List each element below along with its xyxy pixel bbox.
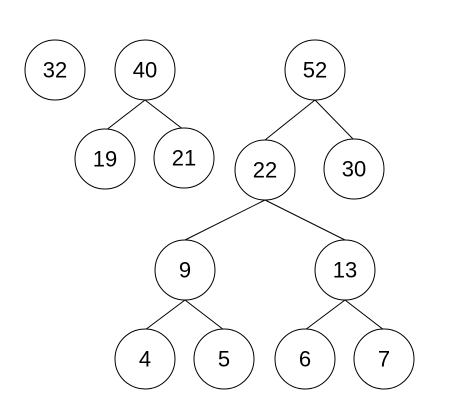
- node-5: 5: [193, 328, 255, 390]
- node-circle: [114, 39, 176, 101]
- node-label: 21: [172, 146, 196, 171]
- node-13: 13: [314, 239, 376, 301]
- node-circle: [153, 127, 215, 189]
- edge-52-30: [314, 99, 355, 141]
- node-circle: [234, 139, 296, 201]
- node-label: 6: [299, 347, 311, 372]
- node-label: 13: [333, 258, 357, 283]
- node-circle: [154, 239, 216, 301]
- node-32: 32: [24, 39, 86, 101]
- edge-40-19: [104, 99, 146, 132]
- node-label: 4: [139, 347, 151, 372]
- node-label: 30: [342, 157, 366, 182]
- node-40: 40: [114, 39, 176, 101]
- node-22: 22: [234, 139, 296, 201]
- node-label: 32: [43, 58, 67, 83]
- edges: [104, 99, 385, 331]
- edge-52-22: [264, 99, 316, 141]
- node-label: 40: [133, 58, 157, 83]
- node-circle: [274, 328, 336, 390]
- node-52: 52: [284, 39, 346, 101]
- node-21: 21: [153, 127, 215, 189]
- node-circle: [353, 328, 415, 390]
- node-7: 7: [353, 328, 415, 390]
- edge-22-13: [264, 199, 346, 241]
- node-label: 7: [378, 347, 390, 372]
- node-label: 9: [179, 258, 191, 283]
- node-circle: [114, 328, 176, 390]
- node-9: 9: [154, 239, 216, 301]
- node-circle: [284, 39, 346, 101]
- node-circle: [314, 239, 376, 301]
- node-6: 6: [274, 328, 336, 390]
- node-label: 19: [93, 147, 117, 172]
- edge-40-21: [144, 99, 185, 131]
- node-label: 22: [253, 158, 277, 183]
- edge-13-7: [344, 299, 385, 331]
- edge-22-9: [184, 199, 266, 241]
- edge-9-5: [184, 299, 225, 331]
- node-circle: [323, 138, 385, 200]
- node-label: 52: [303, 58, 327, 83]
- node-19: 19: [74, 128, 136, 190]
- node-4: 4: [114, 328, 176, 390]
- node-circle: [193, 328, 255, 390]
- edge-13-6: [304, 299, 346, 331]
- node-circle: [74, 128, 136, 190]
- edge-9-4: [144, 299, 186, 331]
- node-circle: [24, 39, 86, 101]
- node-30: 30: [323, 138, 385, 200]
- node-label: 5: [218, 347, 230, 372]
